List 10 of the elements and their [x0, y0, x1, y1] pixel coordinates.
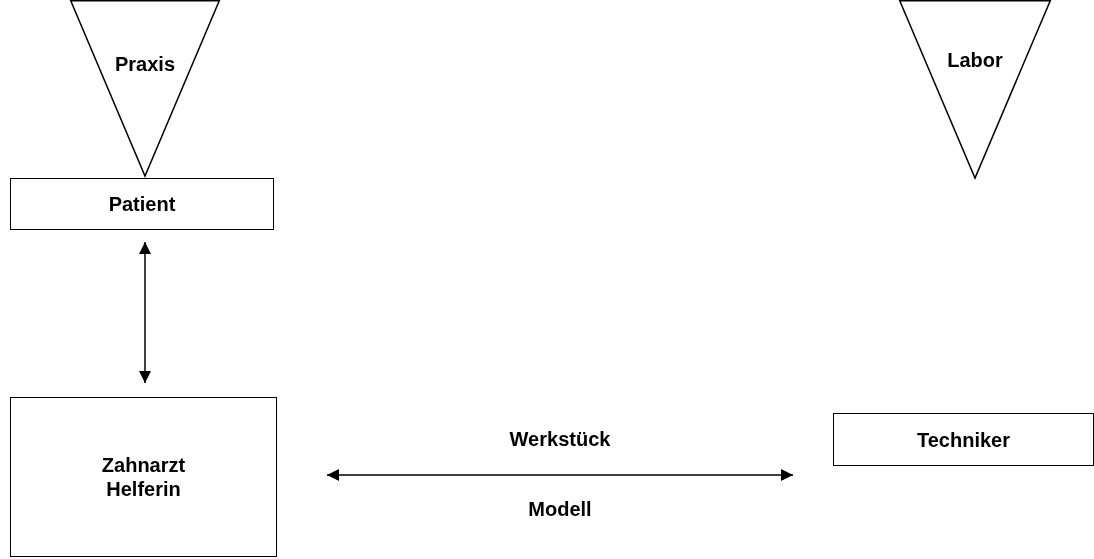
process-box: [833, 413, 1094, 466]
node-label: Zahnarzt Helferin: [100, 453, 187, 501]
process-box: [10, 178, 274, 230]
node-label: Patient: [108, 192, 176, 216]
process-box: [10, 397, 277, 557]
node-label: Techniker: [917, 427, 1010, 452]
double-arrow: [326, 469, 794, 481]
double-arrow: [139, 241, 151, 384]
node-label: Labor: [947, 48, 1003, 72]
node-label: Praxis: [114, 52, 176, 76]
